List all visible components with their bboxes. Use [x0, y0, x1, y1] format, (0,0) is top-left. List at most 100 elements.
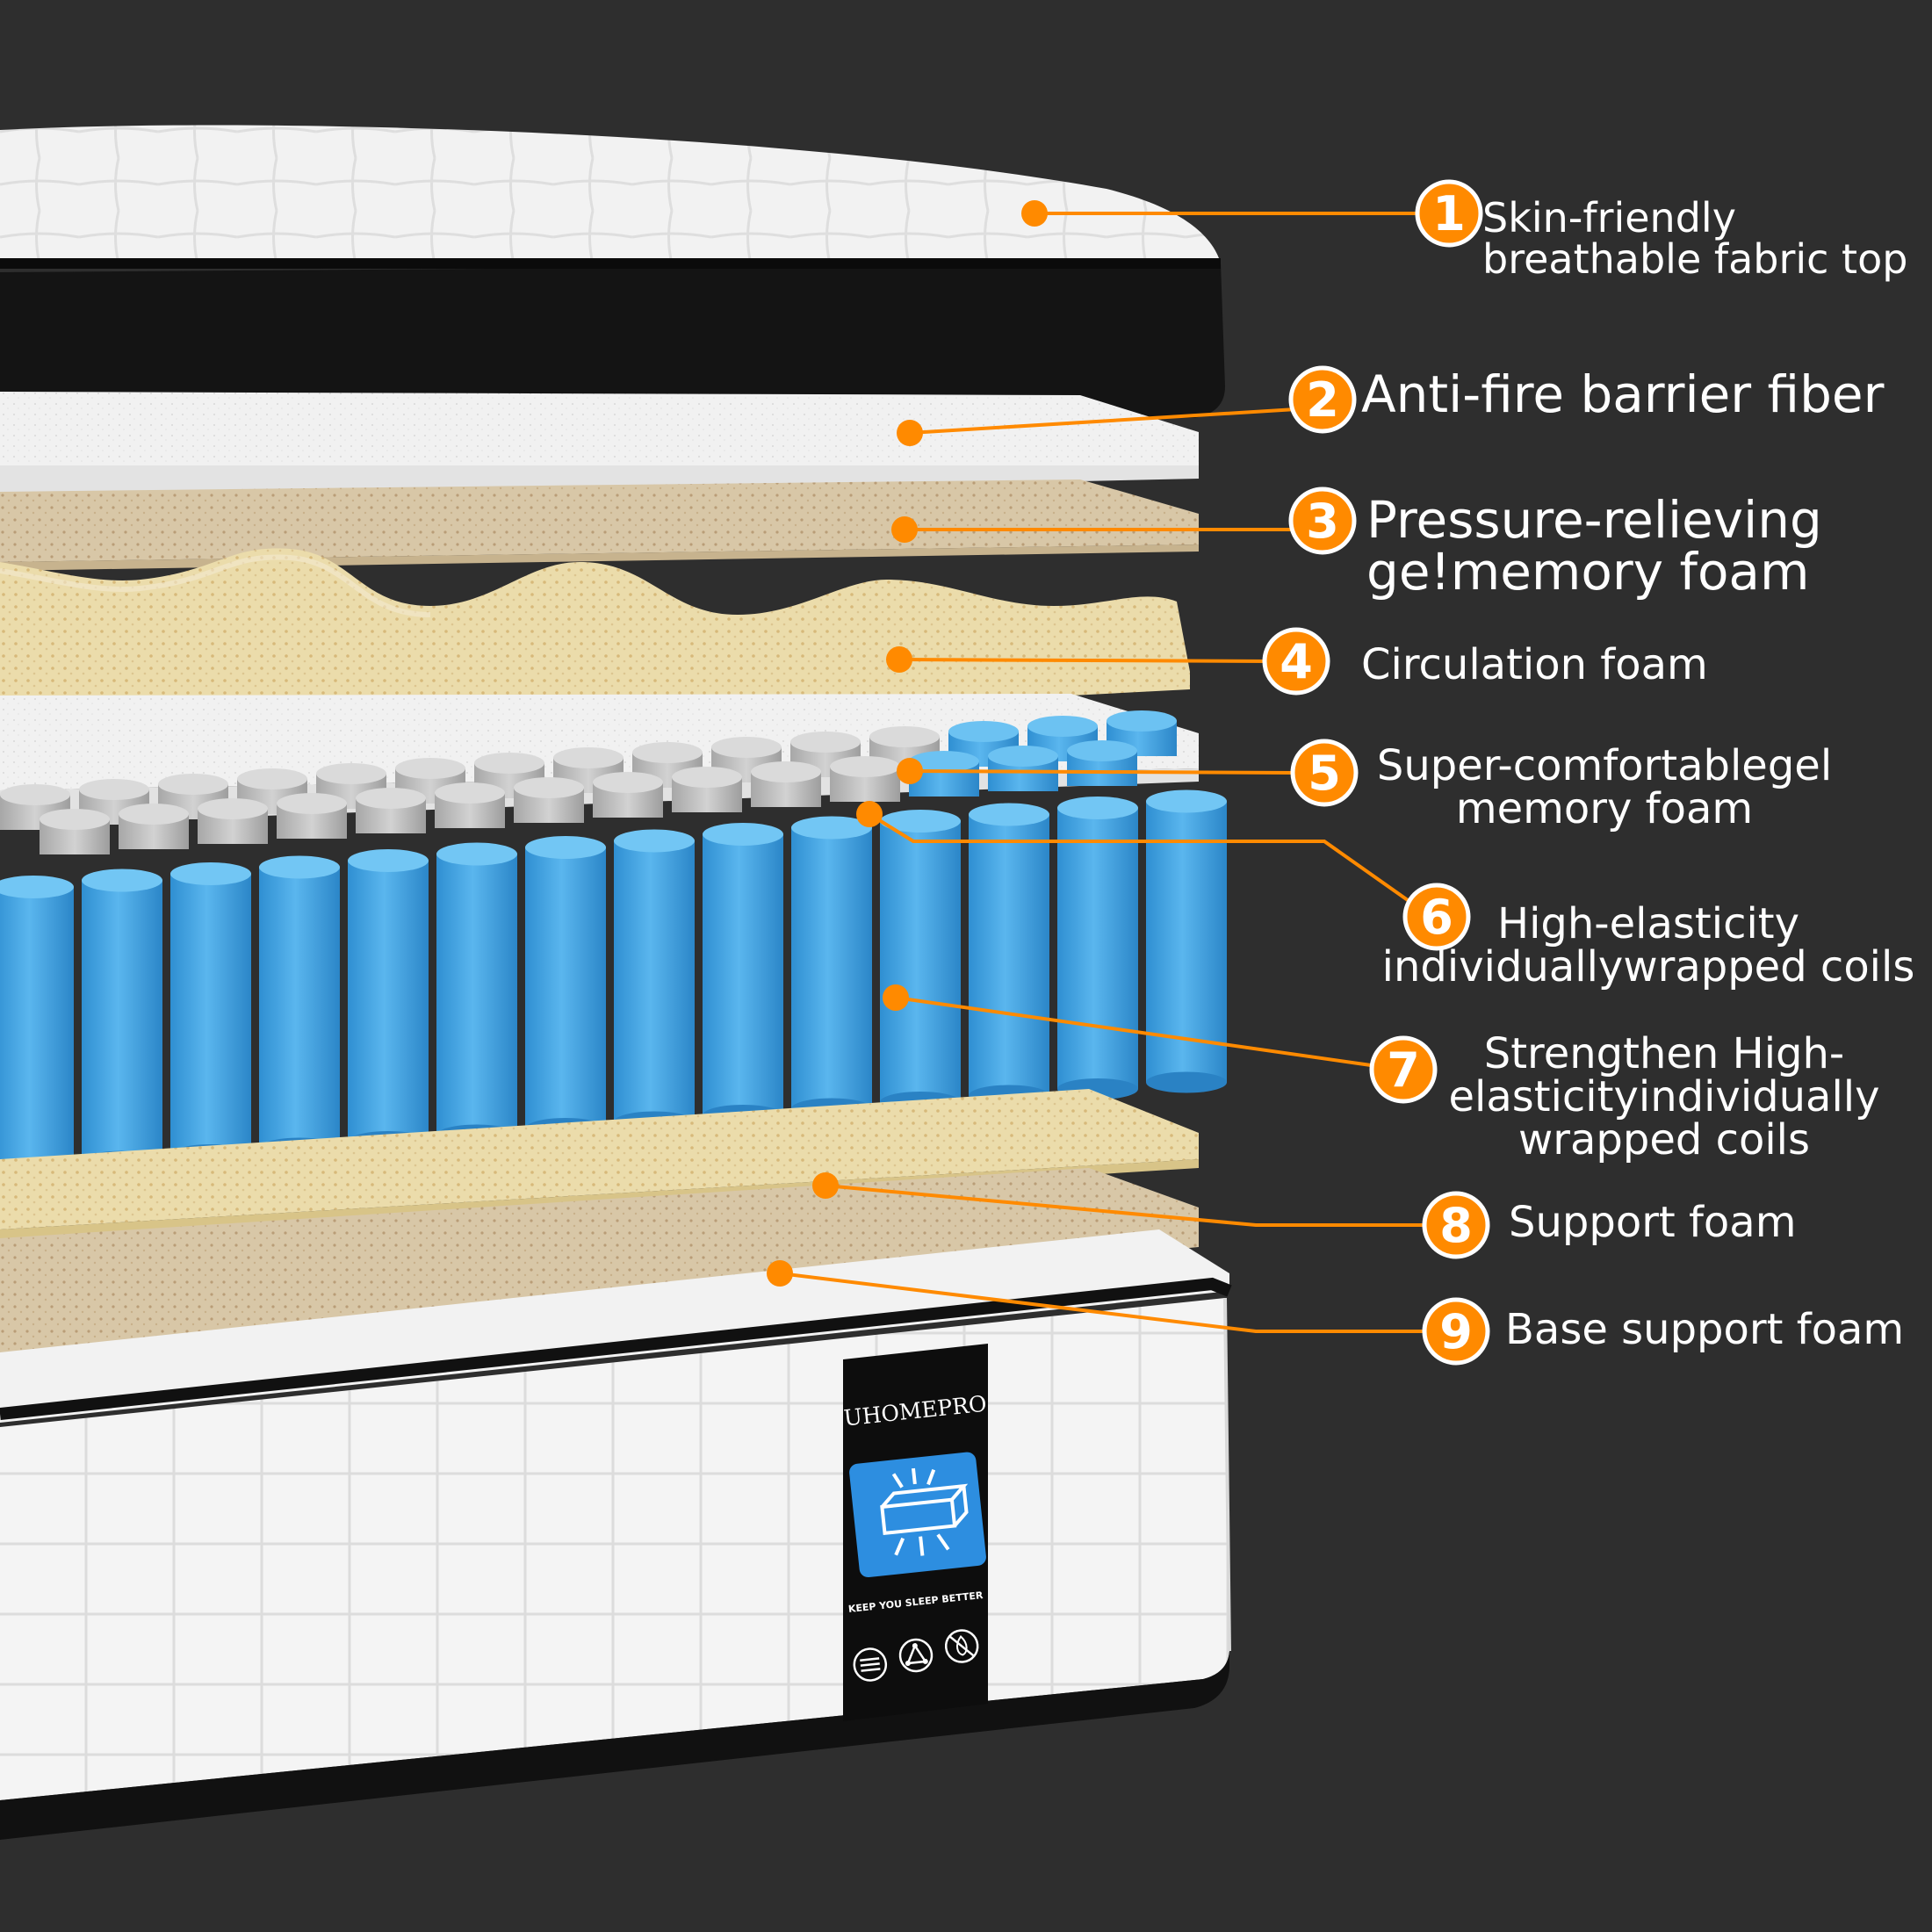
coil-cap: [435, 782, 505, 804]
coil-cap: [672, 767, 742, 788]
badge-number: 9: [1439, 1304, 1473, 1359]
leader-line: [779, 1272, 1430, 1333]
coil-cap: [0, 876, 74, 898]
coil-cap: [436, 842, 517, 866]
coil-cap: [909, 751, 979, 772]
coil: [880, 821, 961, 1102]
callout-label-line: breathable fabric top: [1482, 234, 1908, 283]
coil-cap: [1146, 789, 1227, 813]
callout-label-line: Base support foam: [1505, 1305, 1905, 1354]
coil: [0, 887, 74, 1168]
leader-line: [868, 812, 1416, 906]
no-fire-icon: [944, 1629, 979, 1663]
breathable-mattress-icon: [849, 1452, 986, 1578]
number-badge: [1402, 883, 1471, 951]
coil-cap: [259, 855, 340, 879]
coil: [703, 834, 783, 1115]
coil-cap: [82, 869, 162, 892]
number-badge: [1415, 179, 1483, 248]
callout-5: 5: [897, 739, 1359, 807]
badge-number: 4: [1280, 634, 1313, 689]
coil-cap: [553, 747, 624, 768]
coil-cap: [790, 732, 861, 753]
coil: [969, 814, 1049, 1096]
coil-cap: [830, 756, 900, 777]
coil-cap: [79, 779, 149, 800]
coil-cap: [525, 836, 606, 859]
callout-2: 2: [897, 365, 1357, 446]
coil-cap: [1027, 716, 1098, 737]
leader-line: [825, 1184, 1430, 1227]
callout-label-line: memory foam: [1455, 783, 1754, 833]
coil-cap: [395, 758, 465, 779]
badge-number: 2: [1306, 372, 1339, 428]
coil-cap: [348, 849, 429, 872]
callout-label-8: Support foam: [1509, 1201, 1796, 1244]
leader-line: [909, 769, 1299, 775]
number-badge: [1262, 627, 1330, 696]
callout-label-2: Anti-fire barrier fiber: [1361, 364, 1885, 424]
coil: [348, 861, 429, 1142]
layer-fabric-top: [0, 125, 1225, 422]
coil: [525, 847, 606, 1128]
callout-label-line: Skin-friendly: [1482, 194, 1736, 242]
coil-cap: [593, 772, 663, 793]
badge-number: 7: [1387, 1042, 1420, 1098]
badge-number: 5: [1308, 746, 1341, 801]
coil-cap: [751, 761, 821, 782]
mattress-layers-icon: [853, 1647, 888, 1682]
callout-6: 6: [856, 801, 1471, 951]
callout-9: 9: [767, 1260, 1490, 1366]
coil-cap: [791, 816, 872, 840]
coil: [1057, 808, 1138, 1089]
leader-line: [909, 407, 1297, 435]
callout-dot: [856, 801, 883, 827]
coil-cap: [948, 721, 1019, 742]
callout-label-line: elasticityindividually: [1448, 1071, 1880, 1121]
coil-cap: [170, 862, 251, 885]
coil-cap: [988, 746, 1058, 767]
callout-dot: [1021, 200, 1048, 227]
leader-line: [895, 996, 1378, 1068]
coil-cap: [632, 742, 703, 763]
layer-gel-memory-foam: [0, 479, 1199, 571]
callout-label-line: Pressure-relieving: [1366, 490, 1822, 550]
coil-cap: [969, 803, 1049, 826]
coil: [259, 867, 340, 1149]
badge-number: 8: [1439, 1198, 1473, 1253]
callout-label-line: individuallywrapped coils: [1381, 941, 1915, 991]
callout-label-line: High-elasticity: [1496, 899, 1800, 948]
number-badge: [1369, 1035, 1438, 1104]
callout-dot: [891, 516, 918, 543]
number-badge: [1288, 365, 1357, 434]
coil-cap: [880, 810, 961, 833]
callout-dot: [767, 1260, 793, 1287]
callout-label-line: Support foam: [1509, 1198, 1797, 1247]
callout-label-line: Circulation foam: [1361, 640, 1708, 689]
coil-cap: [277, 793, 347, 814]
number-badge: [1422, 1297, 1490, 1366]
coil-cap: [614, 829, 695, 853]
coil: [614, 840, 695, 1122]
coil: [82, 880, 162, 1162]
coil: [791, 827, 872, 1109]
callout-label-line: ge!memory foam: [1366, 542, 1810, 602]
coil-cap: [316, 763, 386, 784]
coil-layer-upper: [0, 710, 1177, 854]
coil-cap: [40, 809, 110, 830]
coil-cap: [237, 768, 307, 789]
callout-label-line: Anti-fire barrier fiber: [1361, 364, 1885, 424]
coil-cap: [869, 726, 940, 747]
callout-dot: [897, 758, 923, 784]
coil-bottom: [1146, 1071, 1227, 1093]
coil-cap: [356, 788, 426, 809]
callout-dot: [897, 420, 923, 446]
badge-number: 3: [1306, 494, 1339, 549]
callout-label-line: Super-comfortablegel: [1376, 741, 1833, 790]
coil-cap: [0, 784, 70, 805]
